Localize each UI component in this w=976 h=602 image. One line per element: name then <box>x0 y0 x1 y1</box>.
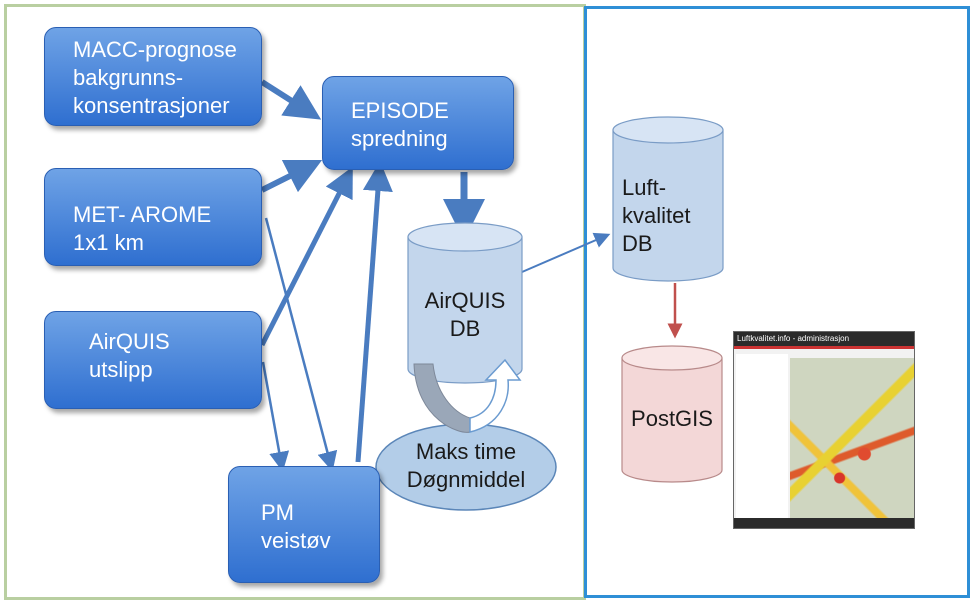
airquis-db-label: AirQUIS DB <box>424 288 506 341</box>
admin-screenshot-bar <box>734 346 914 349</box>
arrow-airquisdb-luftkvalitet <box>521 232 611 273</box>
box-airquis-utslipp-label: AirQUIS utslipp <box>89 329 170 382</box>
ellipse-label: Maks time Døgnmiddel <box>406 439 526 492</box>
luftkvalitet-db-label: Luft- kvalitet DB <box>622 175 691 256</box>
arrow-airquis-pm <box>261 361 290 472</box>
cylinder-postgis <box>621 345 723 483</box>
box-episode: EPISODE spredning <box>322 76 514 170</box>
cylinder-luftkvalitet-db <box>612 116 724 282</box>
arrow-met-episode <box>260 159 323 193</box>
admin-screenshot: Luftkvalitet.info - administrasjon <box>733 331 915 529</box>
admin-screenshot-title: Luftkvalitet.info - administrasjon <box>734 332 914 346</box>
admin-screenshot-footer <box>734 518 914 528</box>
box-airquis-utslipp: AirQUIS utslipp <box>44 311 262 409</box>
arrow-pm-episode <box>355 161 393 463</box>
arrow-met-pm <box>264 217 338 472</box>
arrow-airquis-episode <box>259 166 353 347</box>
box-met-arome: MET- AROME 1x1 km <box>44 168 262 266</box>
postgis-label: PostGIS <box>631 406 713 431</box>
box-pm-label: PM veistøv <box>261 500 331 553</box>
curved-arrow-right <box>469 358 522 433</box>
right-frame <box>584 6 970 598</box>
box-macc-prognose: MACC-prognose bakgrunns- konsentrasjoner <box>44 27 262 126</box>
box-pm-veistov: PM veistøv <box>228 466 380 583</box>
box-episode-label: EPISODE spredning <box>351 98 449 151</box>
admin-screenshot-map <box>790 358 914 518</box>
box-macc-label: MACC-prognose bakgrunns- konsentrasjoner <box>73 37 237 118</box>
arrow-macc-episode <box>260 79 322 120</box>
box-met-label: MET- AROME 1x1 km <box>73 202 212 255</box>
cylinder-airquis-db <box>407 222 523 384</box>
admin-screenshot-sidebar <box>736 354 788 522</box>
